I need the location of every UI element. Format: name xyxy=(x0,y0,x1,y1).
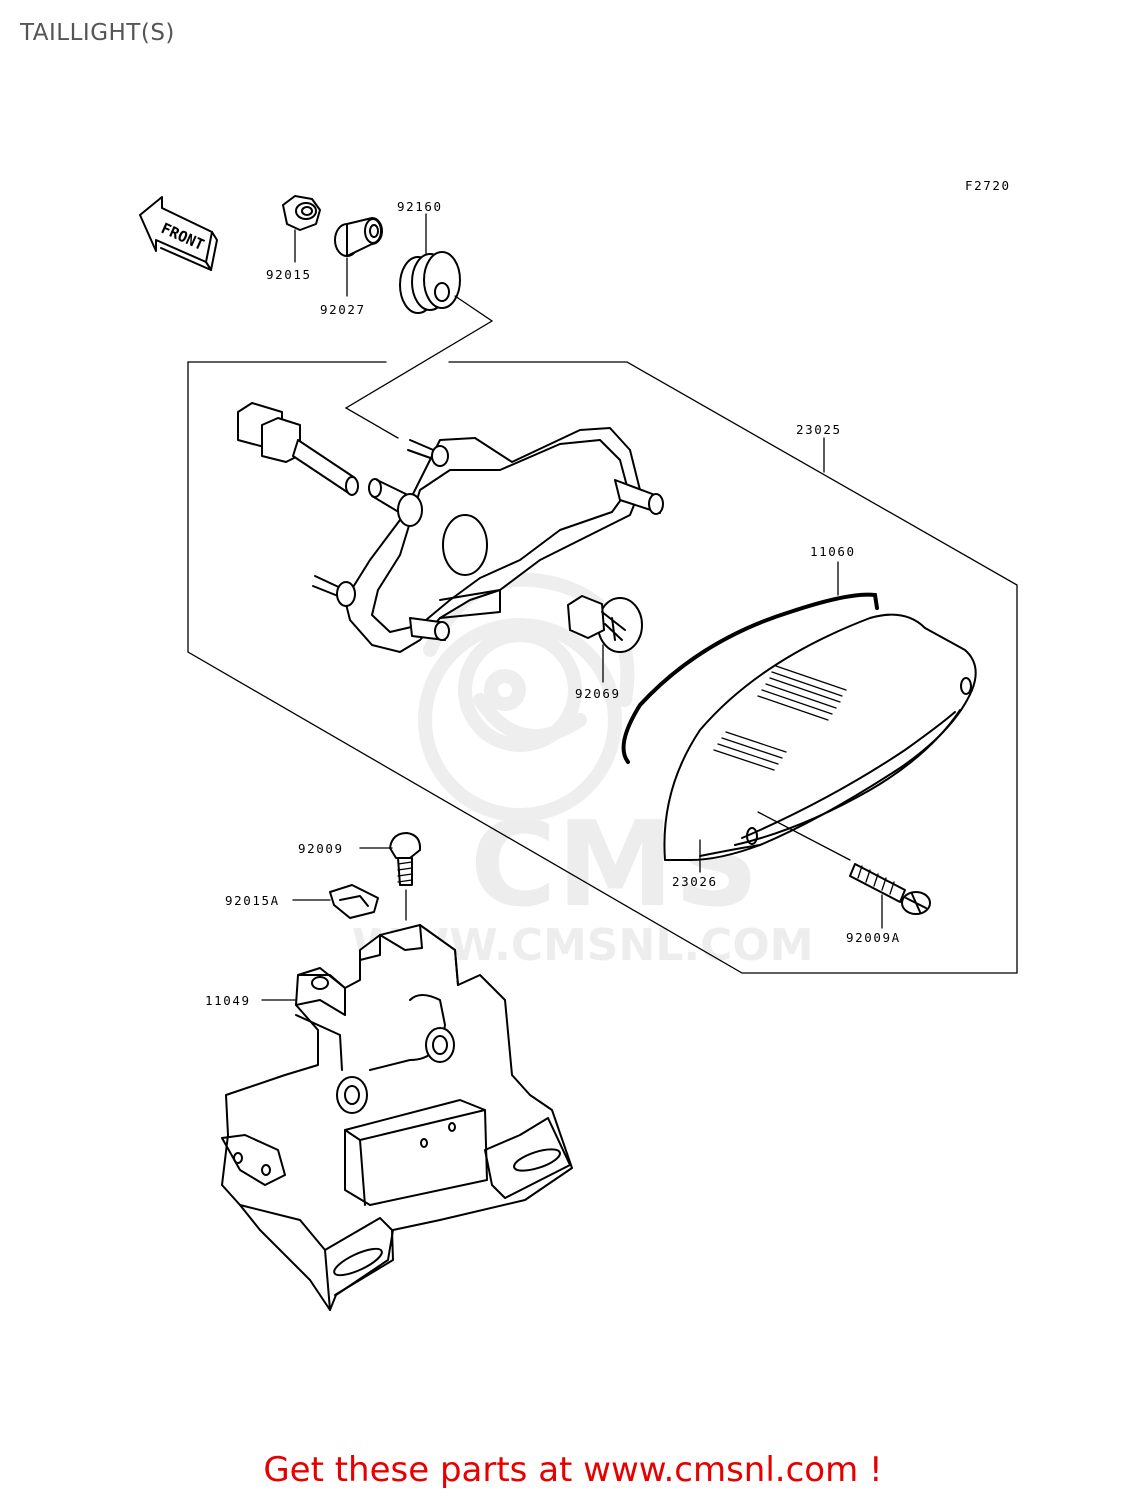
label-92009: 92009 xyxy=(298,841,344,856)
label-92027: 92027 xyxy=(320,302,366,317)
parts-diagram: CMS WWW.CMSNL.COM F2720 FRONT 92015 9202… xyxy=(139,178,1018,1311)
label-11049: 11049 xyxy=(205,993,251,1008)
wire-connector xyxy=(237,402,411,515)
part-92009A-screw xyxy=(849,863,931,915)
label-92015: 92015 xyxy=(266,267,312,282)
part-11060-gasket xyxy=(621,592,879,764)
part-92015A-clip-nut xyxy=(329,884,379,919)
label-92160: 92160 xyxy=(397,199,443,214)
part-92027-collar xyxy=(334,217,383,257)
front-arrow-icon: FRONT xyxy=(139,196,218,271)
label-92069: 92069 xyxy=(575,686,621,701)
part-92069-bulb xyxy=(567,595,643,653)
label-92009A: 92009A xyxy=(846,930,901,945)
footer-link[interactable]: Get these parts at www.cmsnl.com ! xyxy=(263,1450,883,1490)
label-11060: 11060 xyxy=(810,544,856,559)
label-23026: 23026 xyxy=(672,874,718,889)
page-title: TAILLIGHT(S) xyxy=(20,20,175,46)
part-92015-nut xyxy=(282,195,321,231)
part-92009-bolt xyxy=(389,832,422,886)
figure-code: F2720 xyxy=(965,178,1011,193)
taillight-housing xyxy=(312,427,664,653)
part-23026-lens xyxy=(663,613,977,861)
assembly-23025-outline xyxy=(187,361,1018,974)
part-11049-bracket xyxy=(221,924,573,1311)
part-92160-grommet xyxy=(399,251,461,314)
label-92015A: 92015A xyxy=(225,893,280,908)
label-23025: 23025 xyxy=(796,422,842,437)
